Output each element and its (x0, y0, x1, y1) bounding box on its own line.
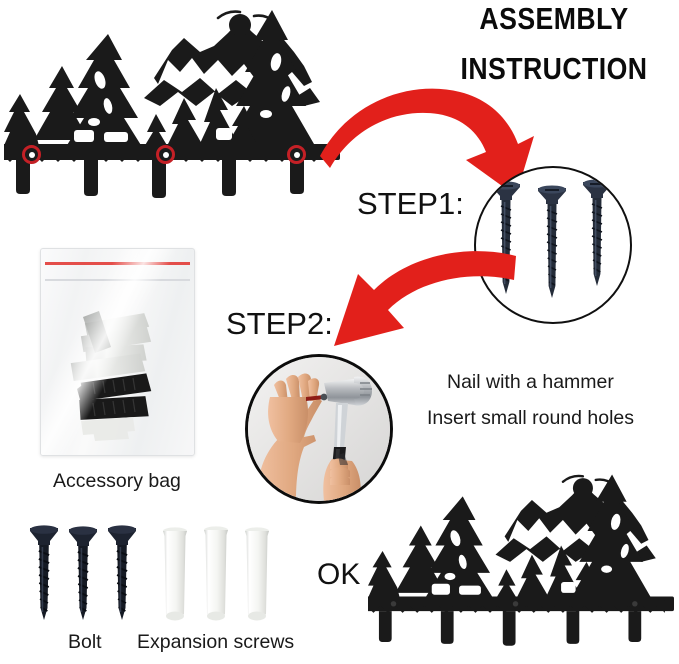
ok-label: OK (317, 558, 361, 591)
mounting-hole-2 (156, 145, 175, 164)
bolt-caption: Bolt (68, 631, 102, 653)
page-title-line-1: ASSEMBLY (479, 1, 629, 36)
instruction-line-2: Insert small round holes (427, 407, 635, 429)
step2-hammer-photo-circle (245, 354, 393, 504)
instruction-line-1: Nail with a hammer (447, 371, 614, 393)
accessory-bag-photo (40, 248, 195, 456)
step1-screws-circle (474, 166, 632, 324)
expansion-screw-photos (160, 522, 275, 624)
product-silhouette-installed (357, 462, 674, 660)
curved-arrow-icon-rack-to-step1 (320, 78, 552, 226)
step2-label: STEP2: (226, 306, 333, 341)
mounting-hole-1 (22, 145, 41, 164)
step1-label: STEP1: (357, 186, 464, 221)
curved-arrow-icon-step1-to-step2 (300, 238, 516, 360)
accessory-bag-caption: Accessory bag (53, 470, 181, 492)
expansion-screws-caption: Expansion screws (137, 631, 295, 653)
product-silhouette-top (0, 2, 340, 208)
page-title-line-2: INSTRUCTION (460, 51, 648, 86)
mounting-hole-3 (287, 145, 306, 164)
bolt-photos (26, 522, 141, 624)
